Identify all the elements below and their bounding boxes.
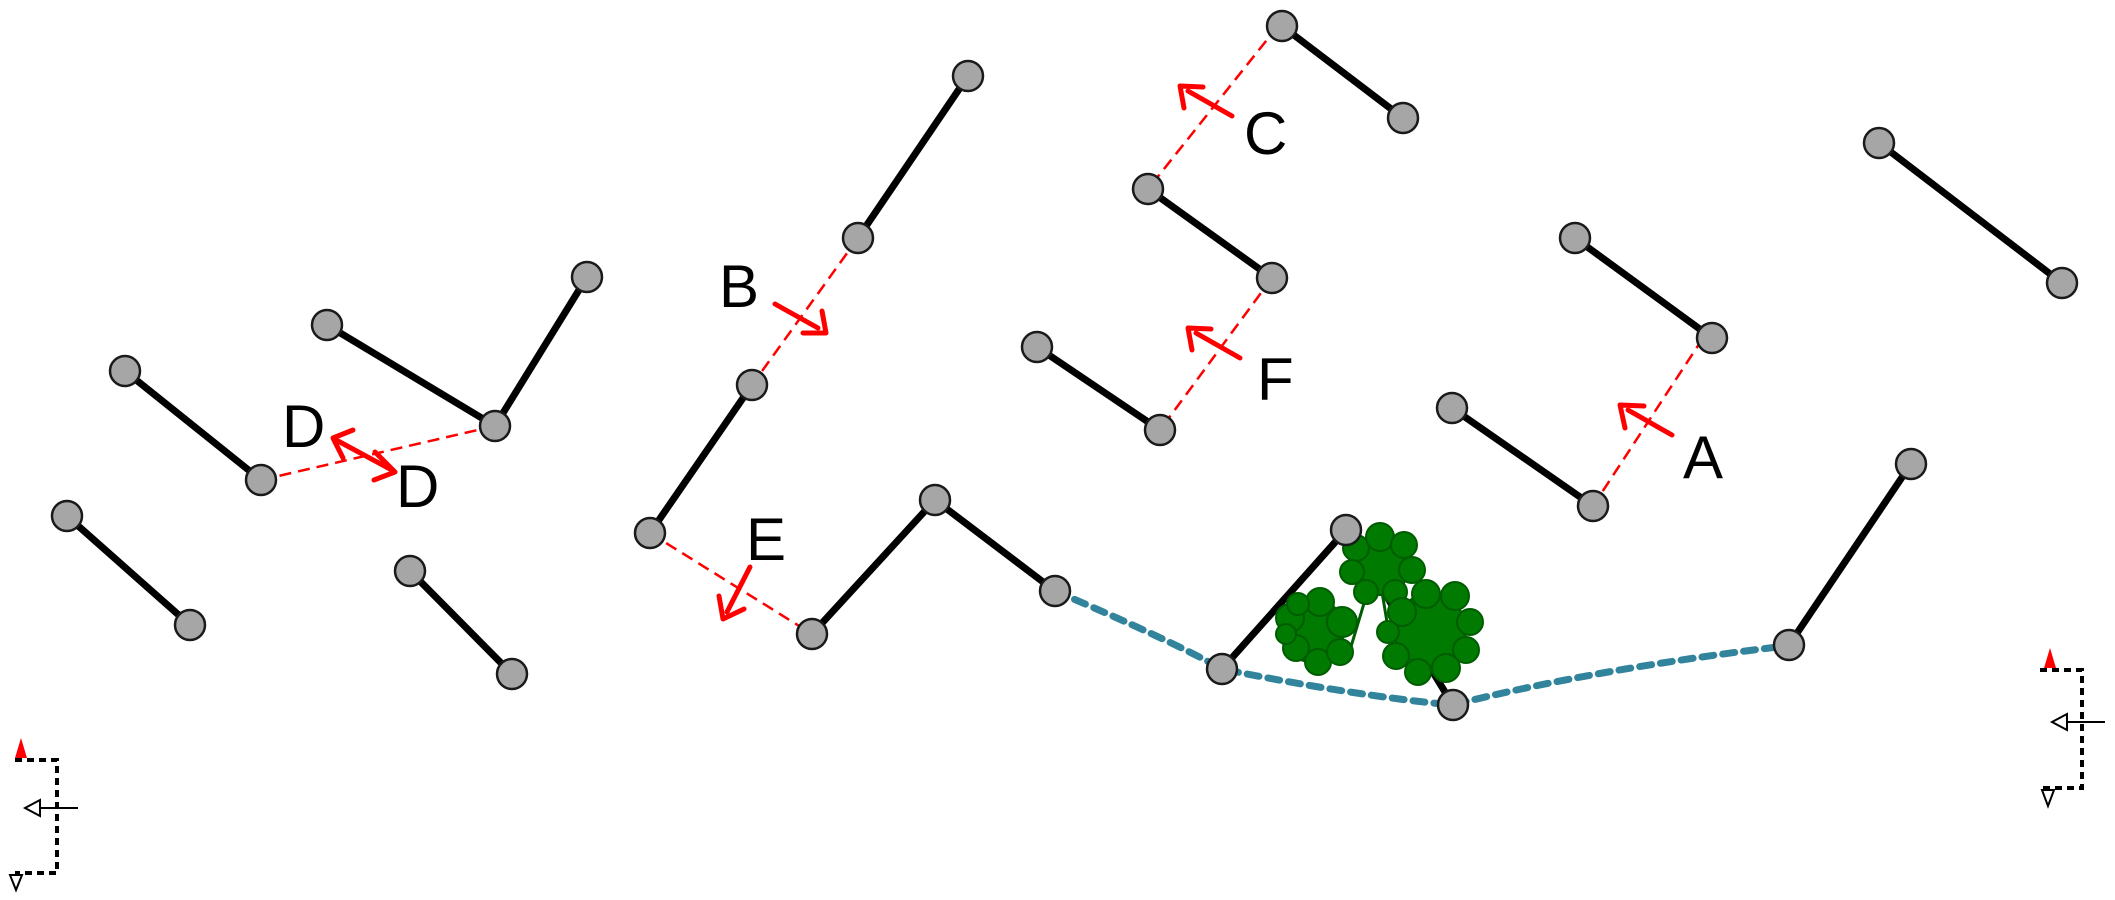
node [1255, 261, 1289, 295]
node [1038, 574, 1072, 608]
arrow-e [724, 564, 753, 615]
segment [1278, 22, 1407, 122]
segment [406, 567, 516, 678]
arrow-f-head [1185, 325, 1214, 353]
arrow-c-head [1177, 83, 1206, 111]
node [1558, 221, 1592, 255]
arrows [330, 83, 1675, 622]
segment [646, 381, 756, 537]
node [841, 221, 875, 255]
nodes [50, 9, 2079, 722]
node [2045, 266, 2079, 300]
node [173, 608, 207, 642]
node [108, 354, 142, 388]
arrow-e-head [716, 593, 747, 622]
node [1386, 101, 1420, 135]
dashed-link-f [1158, 277, 1274, 431]
segments [63, 22, 2066, 709]
segment [1448, 404, 1597, 510]
dashed-link-b [750, 237, 860, 386]
dashed-link-e [649, 531, 813, 636]
node [918, 483, 952, 517]
node [1329, 513, 1363, 547]
segment [1033, 343, 1164, 434]
terminal-flag-icon [2040, 648, 2105, 809]
arrow-b-head [800, 308, 829, 336]
label-d-left: D [282, 393, 325, 460]
segment [1571, 234, 1716, 342]
arrow-d [335, 438, 393, 472]
node [1265, 9, 1299, 43]
arrow-d-head-left [330, 427, 356, 461]
segment [1144, 185, 1276, 282]
label-c: C [1244, 100, 1287, 167]
arrow-d-head-right [371, 449, 398, 483]
node [1143, 413, 1177, 447]
label-b: B [719, 253, 759, 320]
dashed-links [260, 25, 1705, 636]
segment [1785, 460, 1915, 649]
segment [808, 496, 939, 638]
arrow-c [1185, 88, 1235, 119]
node [633, 516, 667, 550]
arrow-b [772, 301, 821, 331]
node [951, 59, 985, 93]
node [310, 308, 344, 342]
label-d-right: D [396, 453, 439, 520]
node [1020, 330, 1054, 364]
node [1695, 321, 1729, 355]
segment [63, 512, 194, 629]
node [570, 260, 604, 294]
node [1435, 391, 1469, 425]
node [1862, 126, 1896, 160]
arrow-a-head [1617, 402, 1647, 431]
node [735, 368, 769, 402]
node [1576, 489, 1610, 523]
segment [491, 273, 591, 430]
segment [854, 72, 972, 242]
node [795, 617, 829, 651]
segment [1875, 139, 2066, 287]
labels: A B C D D E F [282, 100, 1723, 573]
segment [1218, 526, 1350, 673]
node [495, 657, 529, 691]
segment [323, 321, 499, 430]
node [1894, 447, 1928, 481]
node [1205, 652, 1239, 686]
terminal-flag-icon [8, 738, 78, 893]
cable-dotted-line [1051, 587, 1790, 709]
node [1772, 628, 1806, 662]
label-f: F [1257, 346, 1294, 413]
segment [931, 496, 1059, 595]
node [393, 554, 427, 588]
node [1436, 688, 1470, 722]
arrow-a [1625, 407, 1675, 438]
node [1131, 172, 1165, 206]
node [244, 463, 278, 497]
node [50, 499, 84, 533]
node [478, 409, 512, 443]
tree-icon [1275, 522, 1484, 686]
arrow-f [1193, 330, 1243, 361]
label-e: E [746, 506, 786, 573]
segment [121, 367, 265, 484]
label-a: A [1683, 424, 1723, 491]
